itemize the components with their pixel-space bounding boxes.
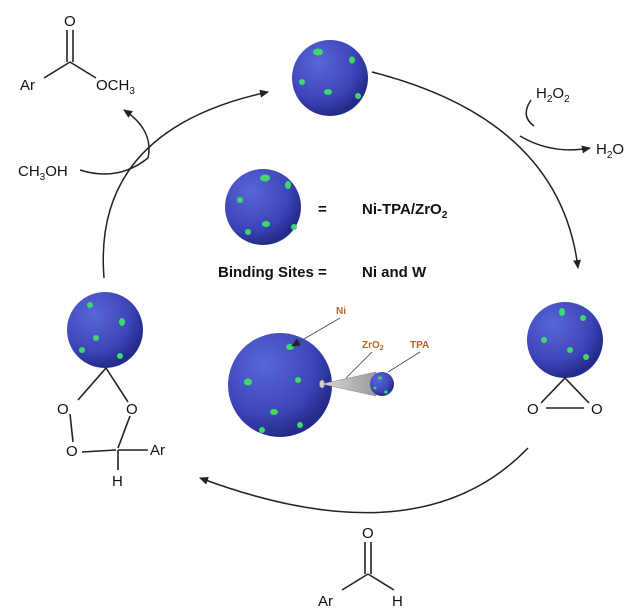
active-site-dot: [237, 197, 243, 203]
trioxolane-o1: O: [57, 401, 69, 418]
legend-equals: =: [318, 201, 327, 218]
aldehyde-o-top: O: [362, 525, 374, 542]
trioxolane-ar: Ar: [150, 442, 165, 459]
trioxolane-ring: [69, 367, 148, 470]
active-site-dot: [244, 378, 252, 386]
binding-sites-label: Binding Sites =: [218, 264, 327, 281]
catalyst-sphere-left: [67, 292, 143, 368]
active-site-dot: [559, 308, 565, 316]
active-site-dot: [349, 56, 355, 64]
binding-sites-value: Ni and W: [362, 264, 427, 281]
active-site-dot: [260, 174, 270, 182]
ester-o-top: O: [64, 13, 76, 30]
active-site-dot: [286, 344, 294, 350]
h2o2-label: H2O2: [536, 85, 570, 105]
active-site-dot: [291, 224, 297, 230]
catalyst-structure-detail: [228, 317, 421, 437]
trioxolane-o3: O: [66, 443, 78, 460]
active-site-dot: [583, 354, 589, 360]
cycle-arc-top-right: [371, 71, 581, 269]
epoxide-o-right: O: [591, 401, 603, 418]
epoxide-o-left: O: [527, 401, 539, 418]
h2o-label: H2O: [596, 141, 624, 161]
catalyst-sphere-legend: [225, 169, 301, 245]
active-site-dot: [567, 347, 573, 353]
active-site-dot: [245, 229, 251, 235]
ester-out-arrow: [123, 109, 150, 159]
active-site-dot: [580, 315, 586, 321]
active-site-dot: [295, 377, 301, 383]
aldehyde-ar: Ar: [318, 593, 333, 610]
trioxolane-o2: O: [126, 401, 138, 418]
h2o2-in-arrow: [525, 99, 535, 127]
methyl-ester-structure: [43, 30, 97, 79]
active-site-dot: [262, 221, 270, 227]
active-site-dot: [313, 48, 323, 56]
active-site-dot: [297, 422, 303, 428]
active-site-dot: [324, 89, 332, 95]
active-site-dot: [87, 302, 93, 308]
callout-zro2: ZrO2: [362, 340, 384, 352]
cycle-arc-left: [102, 89, 269, 279]
callout-ni: Ni: [336, 306, 346, 317]
ester-ar: Ar: [20, 77, 35, 94]
active-site-dot: [259, 427, 265, 433]
epoxide-ring: [540, 377, 590, 409]
catalyst-sphere-right: [527, 302, 603, 378]
aldehyde-h: H: [392, 593, 403, 610]
active-site-dot: [541, 337, 547, 343]
active-site-dot: [117, 353, 123, 359]
ch3oh-label: CH3OH: [18, 163, 68, 183]
active-site-dot: [355, 93, 361, 99]
ester-och3: OCH3: [96, 77, 135, 97]
active-site-dot: [119, 318, 125, 326]
callout-tpa: TPA: [410, 340, 429, 351]
ch3oh-in-arrow: [79, 157, 149, 175]
tpa-sphere: [370, 372, 394, 396]
active-site-dot: [299, 79, 305, 85]
active-site-dot: [93, 335, 99, 341]
active-site-dot: [285, 181, 291, 189]
active-site-dot: [270, 409, 278, 415]
h2o-out-arrow: [519, 135, 591, 154]
active-site-dot: [79, 347, 85, 353]
legend-catalyst-name: Ni-TPA/ZrO2: [362, 201, 448, 221]
aldehyde-structure: [341, 542, 395, 591]
catalyst-sphere-top: [292, 40, 368, 116]
cycle-arc-bottom: [199, 447, 529, 514]
trioxolane-h: H: [112, 473, 123, 490]
